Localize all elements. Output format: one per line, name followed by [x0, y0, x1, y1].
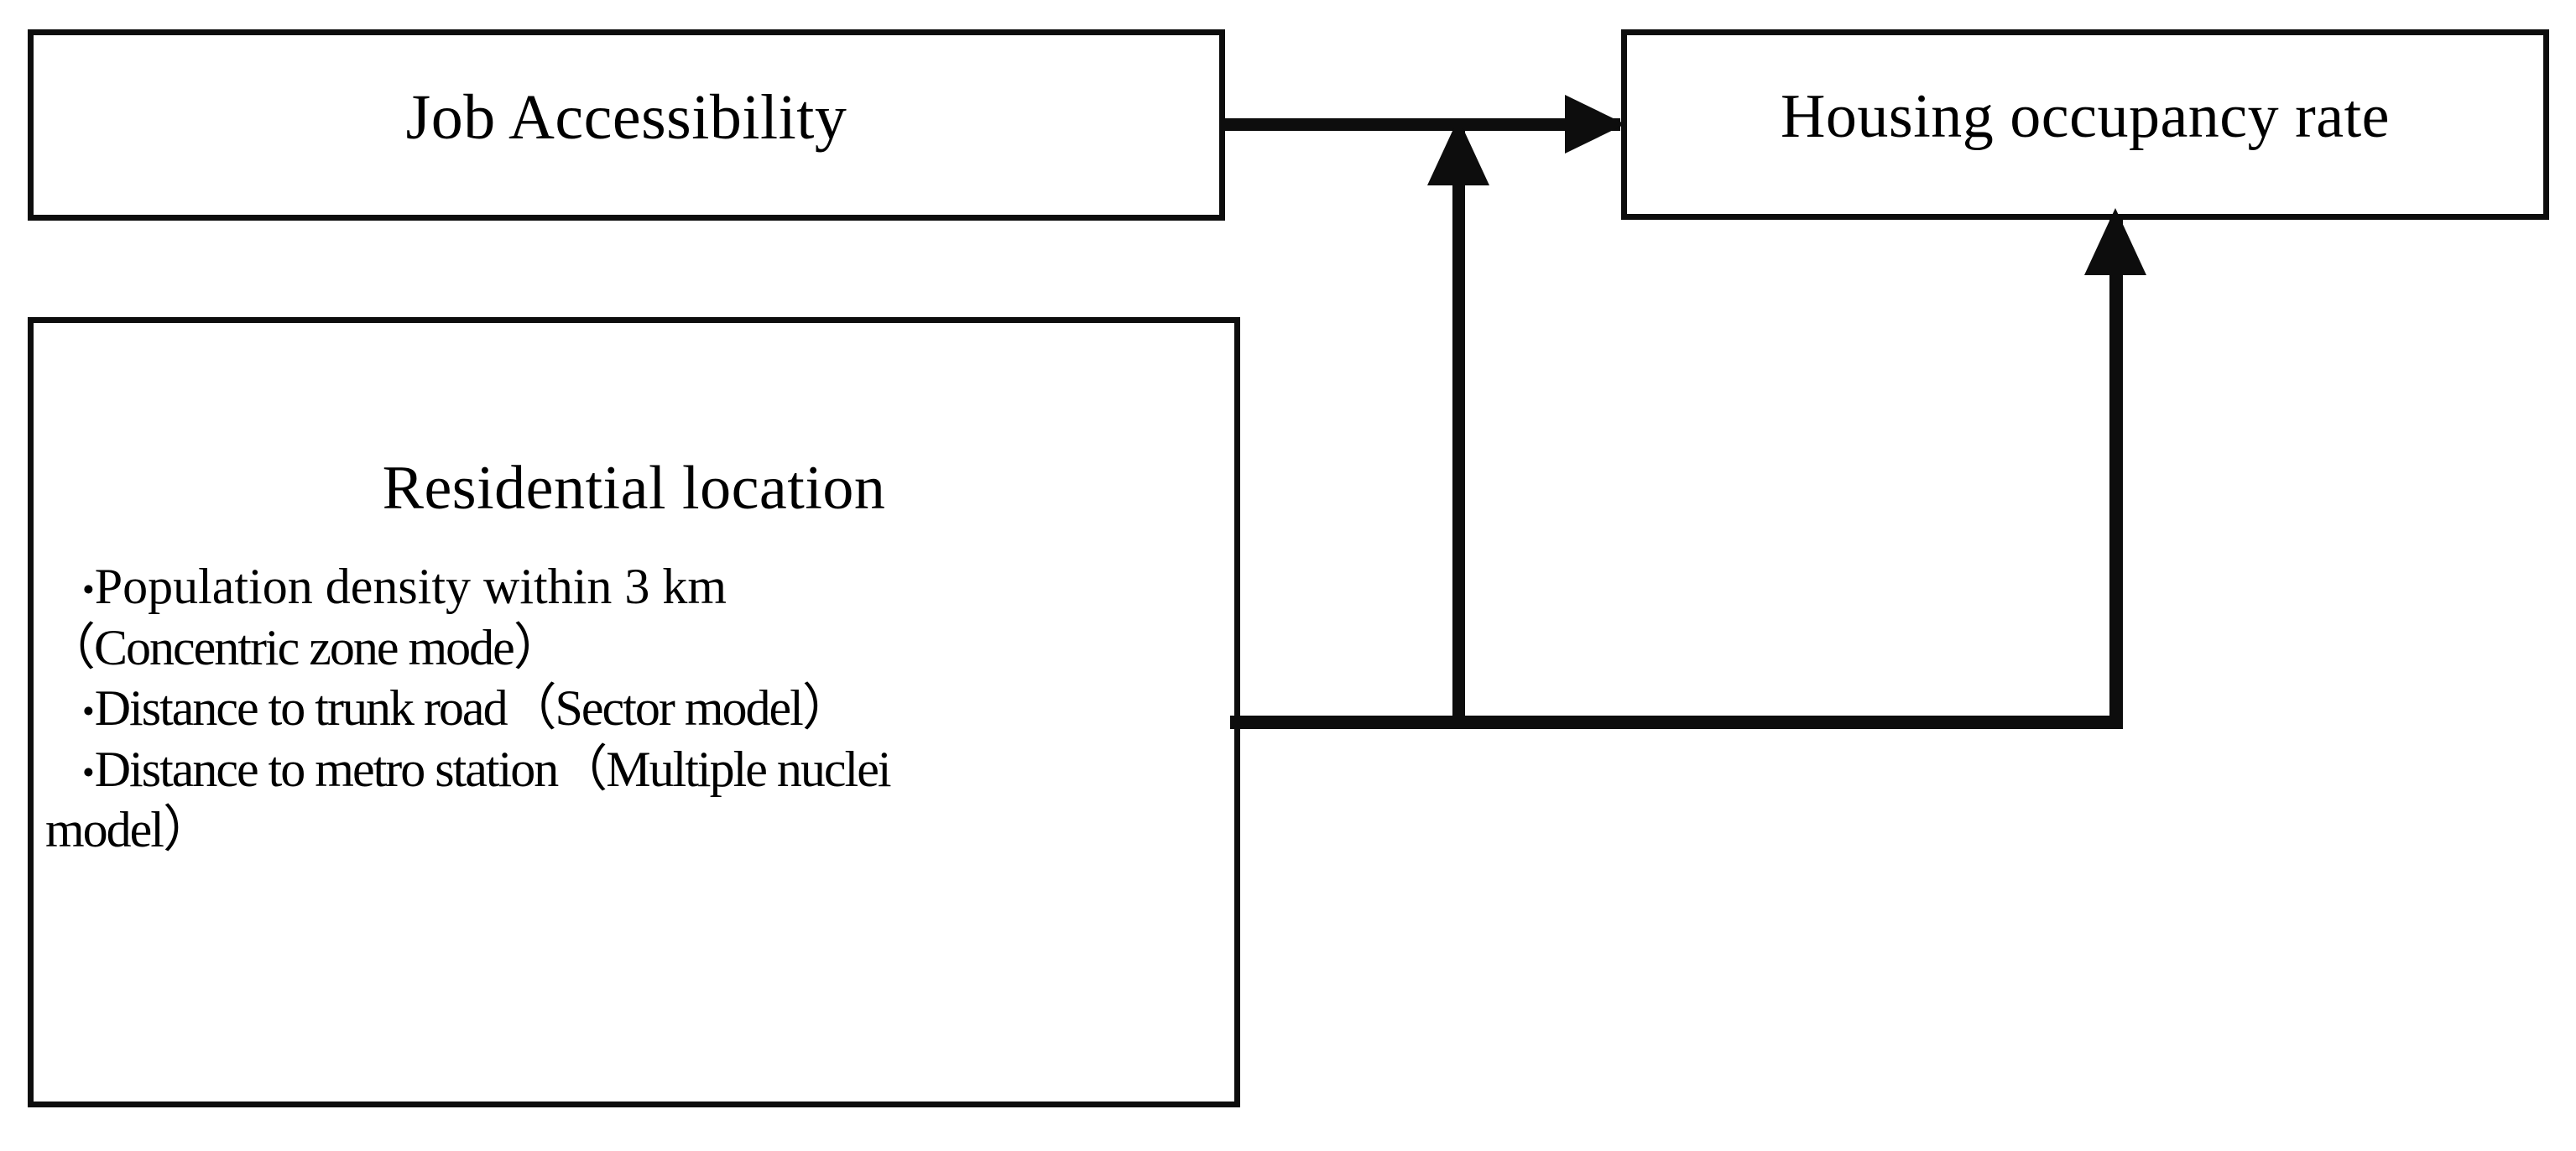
- residential-location-bullet-list: •Population density within 3 km （Concent…: [45, 556, 1226, 861]
- node-residential-location[interactable]: Residential location •Population density…: [28, 317, 1240, 1107]
- list-item: •Distance to metro station（Multiple nucl…: [45, 739, 1226, 800]
- list-item: •Population density within 3 km: [45, 556, 1226, 617]
- list-item: •Distance to trunk road（Sector model）: [45, 678, 1226, 739]
- bullet-dot-icon: •: [82, 692, 95, 732]
- list-item-text: Distance to trunk road（Sector model）: [94, 680, 853, 737]
- node-housing-occupancy-rate[interactable]: Housing occupancy rate: [1621, 29, 2549, 220]
- connector-residential-to-link-vertical: [1452, 124, 1465, 728]
- node-job-accessibility-label: Job Accessibility: [405, 82, 847, 153]
- connector-residential-horizontal: [1230, 716, 2123, 729]
- arrowhead-right-icon: [1565, 95, 1625, 154]
- connector-job-to-housing-line: [1219, 118, 1620, 131]
- list-item-text: Population density within 3 km: [94, 559, 727, 614]
- list-item-text: Distance to metro station（Multiple nucle…: [94, 741, 892, 797]
- bullet-dot-icon: •: [82, 570, 95, 610]
- list-item-continuation-text: （Concentric zone mode）: [45, 619, 564, 675]
- arrowhead-up-icon: [2084, 208, 2146, 275]
- bullet-dot-icon: •: [82, 753, 95, 793]
- arrowhead-up-icon: [1427, 118, 1489, 185]
- node-residential-location-label: Residential location: [382, 454, 886, 523]
- node-housing-occupancy-rate-label: Housing occupancy rate: [1780, 82, 2391, 151]
- list-item-continuation-text: model）: [45, 802, 213, 858]
- list-item-continuation: model）: [45, 799, 1226, 861]
- node-job-accessibility[interactable]: Job Accessibility: [28, 29, 1225, 221]
- connector-residential-to-housing-vertical: [2109, 220, 2123, 728]
- list-item-continuation: （Concentric zone mode）: [45, 617, 1226, 679]
